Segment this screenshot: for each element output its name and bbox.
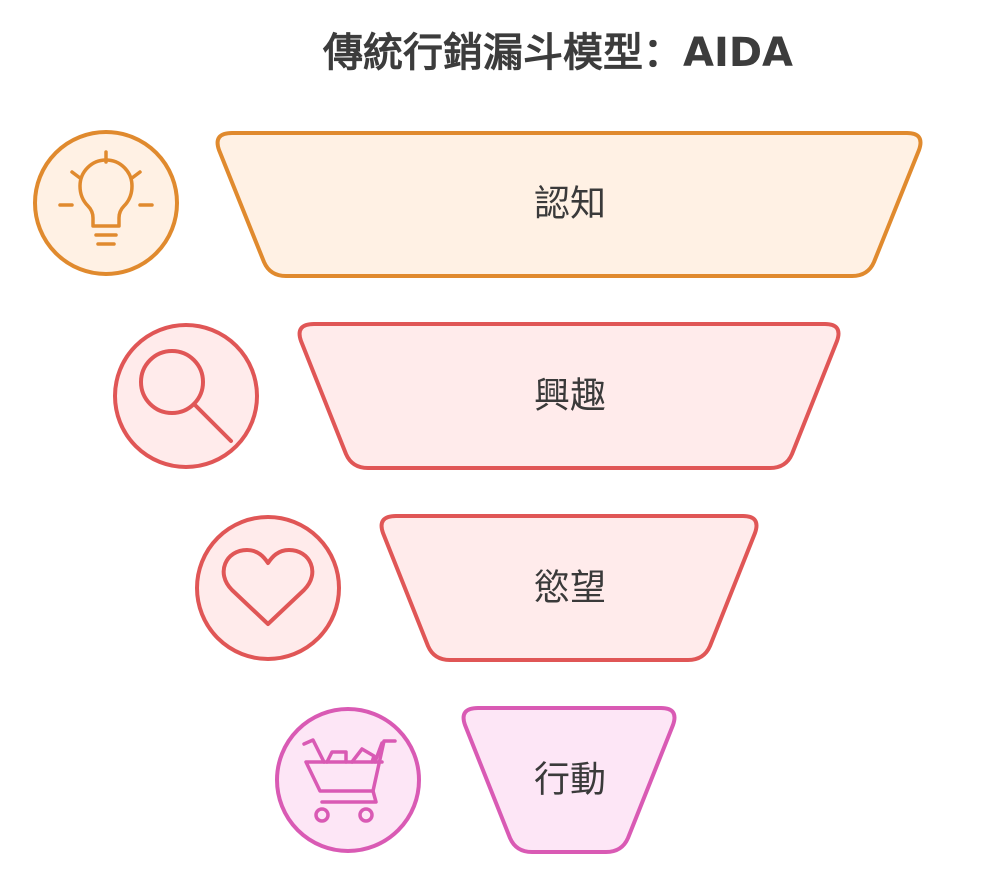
funnel-segment-action [461, 706, 677, 854]
funnel-stage-action: 行動 [275, 706, 677, 854]
funnel-stage-interest: 興趣 [113, 322, 841, 470]
funnel-segment-interest [297, 322, 841, 470]
stage-label-awareness: 認知 [534, 184, 606, 225]
shopping-cart-icon [275, 707, 421, 853]
funnel-stage-awareness: 認知 [33, 130, 923, 278]
magnifier-icon [113, 323, 259, 469]
stage-label-action: 行動 [534, 760, 606, 801]
funnel-segment-awareness [215, 131, 923, 278]
funnel-stage-desire: 慾望 [195, 514, 759, 662]
heart-icon [195, 515, 341, 661]
stage-label-desire: 慾望 [534, 568, 606, 609]
funnel-segment-desire [379, 514, 759, 662]
lightbulb-icon [33, 130, 179, 276]
diagram-title: 傳統行銷漏斗模型：AIDA [322, 30, 793, 76]
stage-label-interest: 興趣 [534, 376, 606, 417]
